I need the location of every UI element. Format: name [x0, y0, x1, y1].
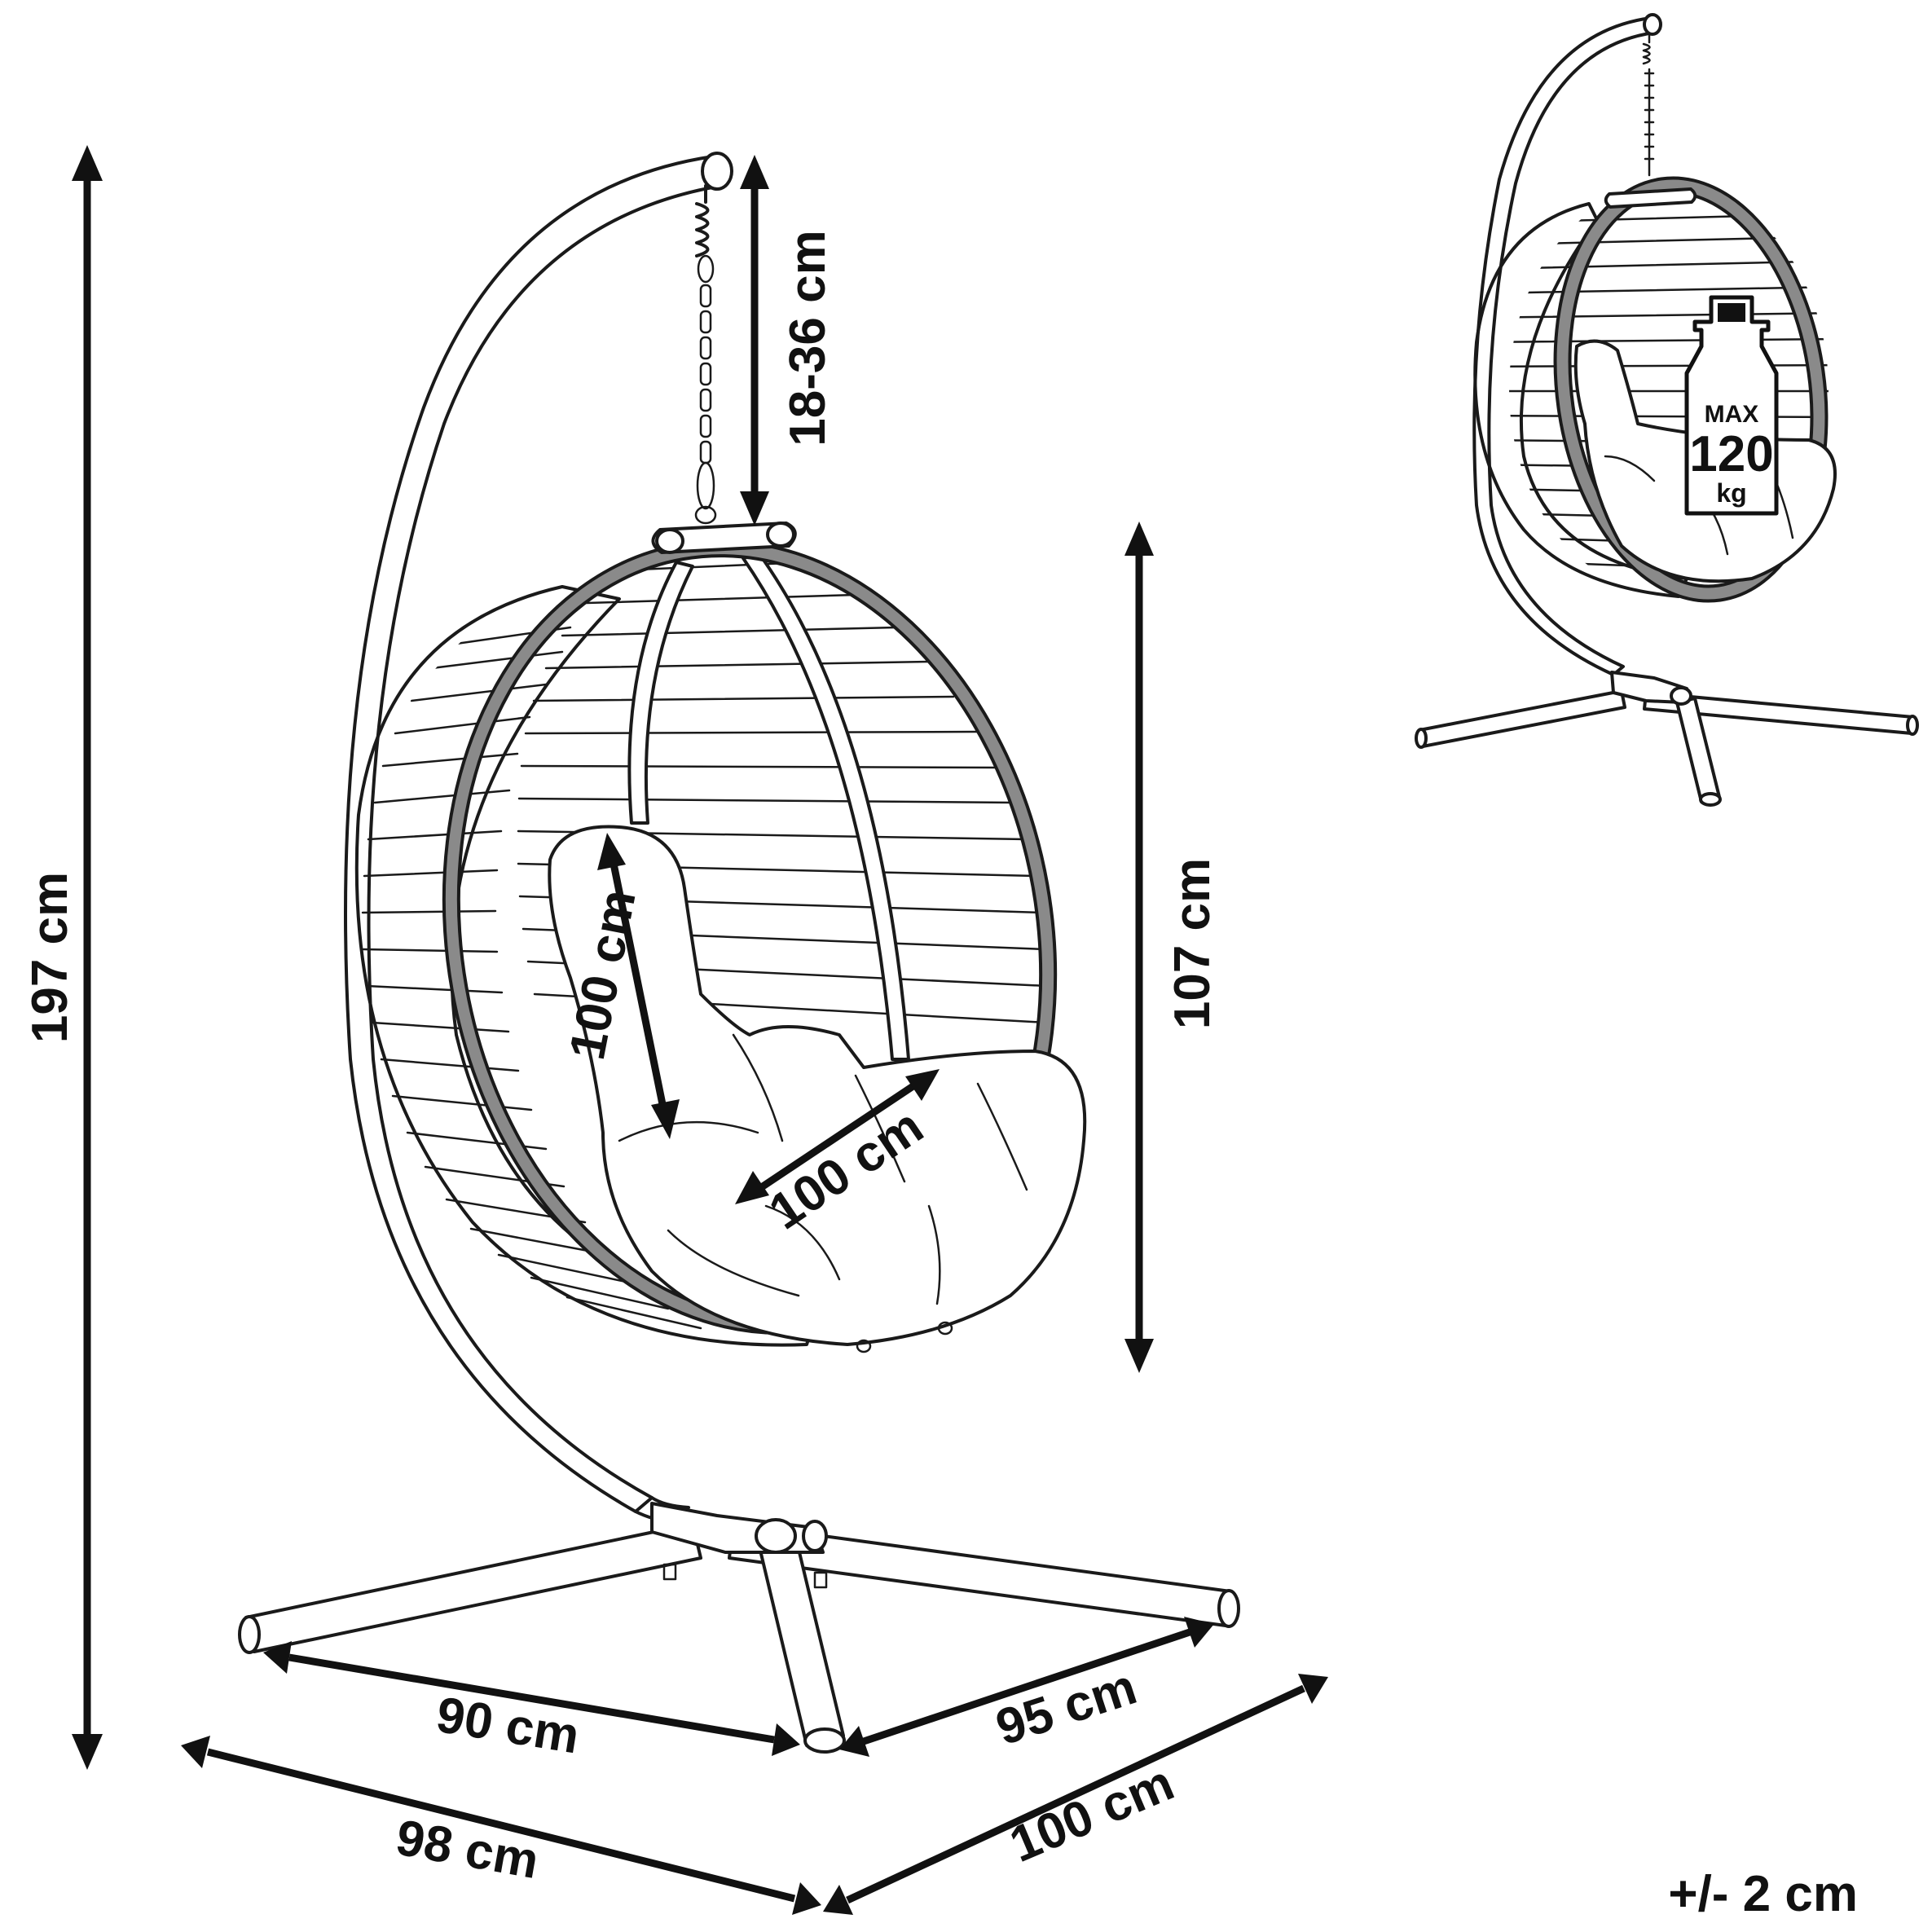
tolerance-note: +/- 2 cm: [1668, 1866, 1858, 1922]
seat-width-arrow: [735, 1069, 940, 1204]
hanging-chain: [694, 184, 717, 525]
label-seat-height: 107 cm: [1164, 858, 1221, 1029]
basket-rib-left: [627, 561, 694, 825]
stand-base: [238, 1502, 1240, 1754]
backrest-arrow: [597, 833, 680, 1139]
label-base-front-left: 90 cm: [433, 1687, 583, 1765]
weight-badge-value: 120: [1689, 426, 1773, 482]
label-base-outer-left: 98 cm: [392, 1810, 543, 1890]
base-outer-left-arrow: [181, 1736, 821, 1915]
max-weight-badge: MAX 120 kg: [1684, 295, 1779, 516]
dimension-arrows: [72, 145, 1328, 1915]
small-chair-illustration: [1415, 13, 1919, 807]
cushion: [548, 825, 1087, 1353]
weight-badge-unit: kg: [1716, 478, 1746, 508]
basket: [354, 522, 1058, 1347]
base-outer-right-arrow: [823, 1674, 1328, 1915]
chain-length-arrow: [740, 155, 769, 526]
total-height-arrow: [72, 145, 103, 1770]
stand-arm: [344, 152, 733, 1525]
weight-badge-max: MAX: [1705, 401, 1759, 428]
main-chair-illustration: [238, 152, 1240, 1754]
base-front-right-arrow: [839, 1617, 1214, 1757]
base-front-left-arrow: [263, 1641, 800, 1756]
label-base-outer-right: 100 cm: [1002, 1754, 1182, 1873]
label-total-height: 197 cm: [22, 872, 78, 1043]
label-chain-length: 18-36 cm: [780, 230, 836, 446]
basket-back-strands: [361, 626, 702, 1330]
seat-height-arrow: [1124, 522, 1154, 1373]
